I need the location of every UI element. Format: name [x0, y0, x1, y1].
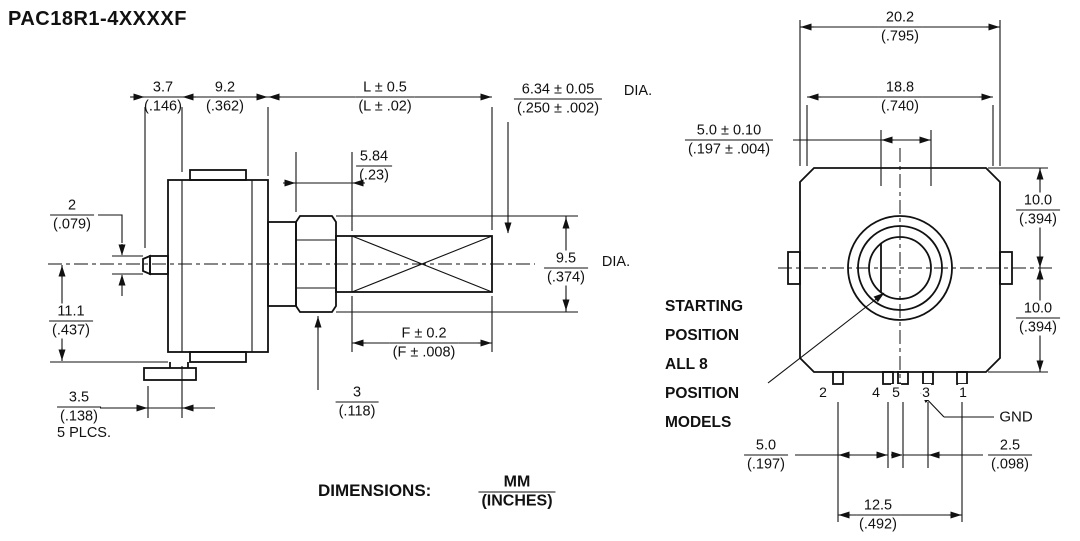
side-view-dimension-lines [50, 93, 578, 418]
dim-20-2: 20.2 (.795) [878, 9, 922, 45]
dim-9-2: 9.2 (.362) [203, 80, 247, 115]
dim-bushing-dia: 9.5 (.374) [544, 250, 588, 286]
pin-number-5: 5 [891, 384, 901, 400]
encoder-body-side [142, 169, 493, 381]
dim-3-7: 3.7 (.146) [141, 80, 185, 115]
pin-number-2: 2 [818, 384, 828, 400]
dim-flat-length: F ± 0.2 (F ± .008) [389, 325, 459, 361]
dim-shaft-dia: 6.34 ± 0.05 (.250 ± .002) [513, 82, 603, 117]
encoder-body-front [787, 167, 1013, 385]
side-view [48, 93, 578, 418]
dim-11-1: 11.1 (.437) [49, 303, 93, 339]
dim-flat-width: 5.0 ± 0.10 (.197 ± .004) [684, 123, 774, 158]
gnd-label: GND [999, 408, 1033, 426]
dim-12-5: 12.5 (.492) [856, 497, 900, 533]
dimensions-note-label: DIMENSIONS: [318, 481, 432, 500]
dim-shaft-length: L ± 0.5 (L ± .02) [355, 79, 415, 115]
dim-5-84: 5.84 (.23) [356, 149, 392, 184]
front-view-dimension-lines [767, 20, 1048, 522]
dim-3-5-note: 5 PLCS. [57, 425, 111, 441]
pin-number-3: 3 [921, 384, 931, 400]
starting-position-leader [767, 292, 885, 384]
dimensions-units: MM (INCHES) [478, 474, 556, 510]
callout-line: POSITION [665, 385, 740, 402]
callout-line: MODELS [665, 414, 732, 431]
callout-line: POSITION [665, 327, 740, 344]
dim-10-0-bottom: 10.0 (.394) [1016, 300, 1060, 336]
pin-number-4: 4 [871, 384, 881, 400]
dim-3: 3 (.118) [335, 385, 379, 420]
callout-line: STARTING [665, 298, 744, 315]
dim-2-5: 2.5 (.098) [988, 437, 1032, 473]
dim-2: 2 (.079) [50, 198, 94, 233]
dim-5-0-pins: 5.0 (.197) [744, 437, 788, 473]
front-view [767, 20, 1052, 522]
callout-line: ALL 8 [665, 356, 708, 373]
starting-position-callout: STARTING POSITION ALL 8 POSITION MODELS [665, 292, 743, 437]
pin-number-1: 1 [958, 384, 968, 400]
part-number-title: PAC18R1-4XXXXF [8, 8, 187, 30]
dim-10-0-top: 10.0 (.394) [1016, 192, 1060, 228]
dim-bushing-dia-suffix: DIA. [601, 254, 631, 270]
dim-18-8: 18.8 (.740) [878, 79, 922, 115]
dim-shaft-dia-suffix: DIA. [623, 83, 653, 99]
dim-3-5: 3.5 (.138) [57, 390, 101, 425]
